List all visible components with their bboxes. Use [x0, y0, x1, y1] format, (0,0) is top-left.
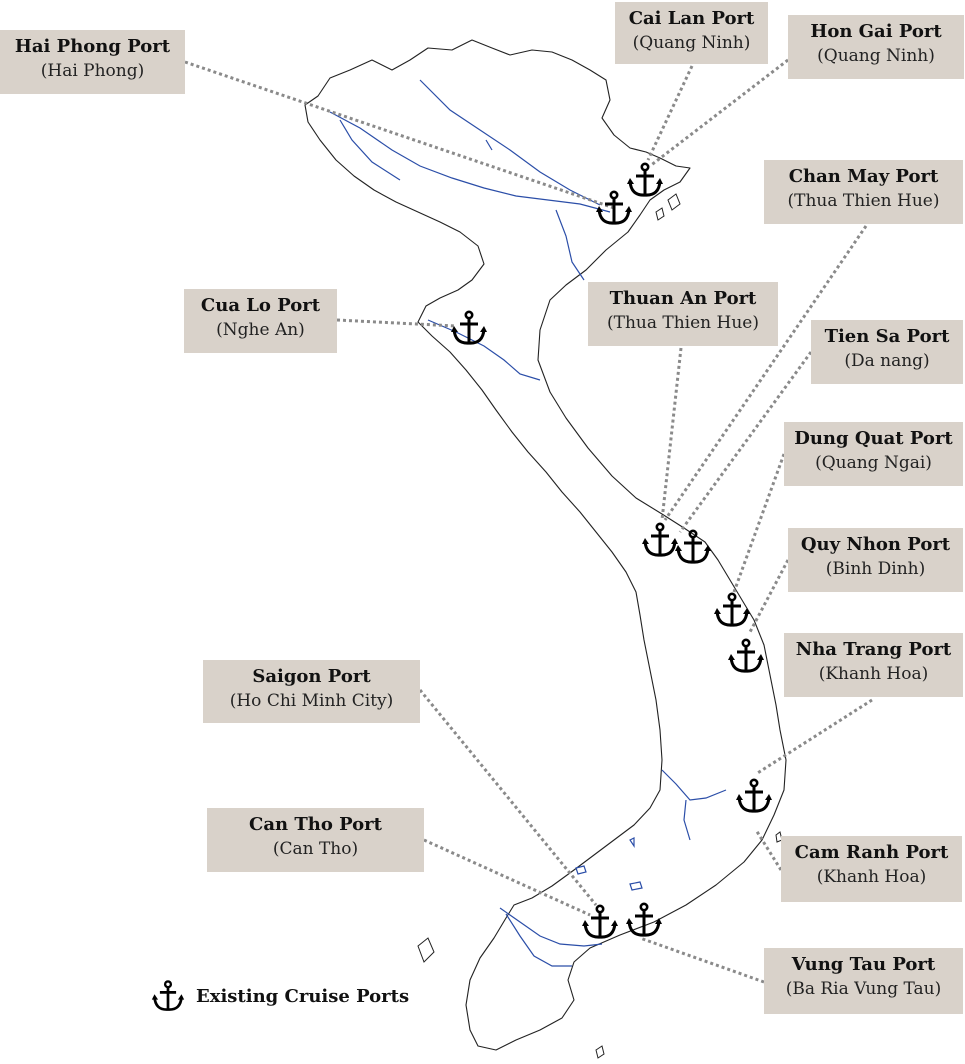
port-name: Hon Gai Port — [810, 21, 942, 42]
port-province: (Thua Thien Hue) — [787, 191, 940, 211]
port-province: (Quang Ninh) — [632, 33, 751, 53]
legend: Existing Cruise Ports — [150, 978, 409, 1014]
port-province: (Can Tho) — [272, 839, 359, 859]
leader-line-quy-nhon — [748, 559, 790, 633]
label-cai-lan: Cai Lan Port (Quang Ninh) — [615, 2, 768, 64]
port-name: Dung Quat Port — [794, 428, 953, 449]
label-dung-quat: Dung Quat Port (Quang Ngai) — [784, 422, 963, 486]
leader-line-dung-quat — [732, 453, 786, 593]
rivers — [329, 79, 727, 967]
leader-line-saigon — [418, 689, 598, 906]
port-province: (Quang Ngai) — [815, 453, 932, 473]
leader-line-cam-ranh — [754, 829, 783, 871]
leader-line-cua-lo — [336, 318, 457, 328]
label-nha-trang: Nha Trang Port (Khanh Hoa) — [784, 633, 963, 697]
legend-label: Existing Cruise Ports — [196, 985, 410, 1007]
country-outline — [304, 39, 787, 1051]
leader-line-hon-gai — [649, 58, 789, 168]
label-hai-phong: Hai Phong Port (Hai Phong) — [0, 30, 185, 94]
port-province: (Ho Chi Minh City) — [229, 691, 394, 711]
port-name: Cua Lo Port — [200, 295, 321, 316]
leader-line-thuan-an — [660, 347, 683, 521]
port-name: Vung Tau Port — [791, 954, 936, 975]
anchor-icon — [151, 980, 185, 1011]
leader-lines — [184, 58, 873, 984]
island — [595, 1045, 605, 1059]
label-quy-nhon: Quy Nhon Port (Binh Dinh) — [788, 528, 963, 592]
port-province: (Quang Ninh) — [817, 46, 935, 66]
port-province: (Nghe An) — [216, 320, 305, 340]
port-province: (Ba Ria Vung Tau) — [785, 979, 942, 999]
port-province: (Hai Phong) — [40, 61, 145, 81]
port-name: Thuan An Port — [609, 288, 757, 309]
leader-line-tien-sa — [678, 351, 813, 533]
label-chan-may: Chan May Port (Thua Thien Hue) — [764, 160, 963, 224]
label-can-tho: Can Tho Port (Can Tho) — [207, 808, 424, 872]
port-province: (Khanh Hoa) — [818, 664, 929, 684]
leader-line-cai-lan — [646, 65, 694, 161]
port-province: (Thua Thien Hue) — [606, 313, 759, 333]
port-name: Nha Trang Port — [795, 639, 952, 660]
leader-line-vung-tau — [639, 936, 765, 984]
label-cam-ranh: Cam Ranh Port (Khanh Hoa) — [781, 836, 962, 902]
label-thuan-an: Thuan An Port (Thua Thien Hue) — [588, 282, 778, 346]
port-province: (Binh Dinh) — [825, 559, 926, 579]
port-name: Quy Nhon Port — [800, 534, 951, 555]
leader-line-can-tho — [423, 838, 591, 917]
label-cua-lo: Cua Lo Port (Nghe An) — [184, 289, 337, 353]
island — [417, 937, 435, 963]
label-hon-gai: Hon Gai Port (Quang Ninh) — [788, 15, 964, 79]
port-province: (Khanh Hoa) — [816, 867, 927, 887]
island — [667, 193, 681, 211]
port-name: Cam Ranh Port — [794, 842, 949, 863]
port-name: Saigon Port — [252, 666, 371, 687]
port-name: Chan May Port — [788, 166, 939, 187]
port-name: Hai Phong Port — [14, 36, 171, 57]
lakes — [575, 837, 643, 891]
port-name: Tien Sa Port — [824, 326, 950, 347]
port-province: (Da nang) — [844, 351, 930, 371]
leader-line-nha-trang — [755, 698, 873, 776]
port-name: Cai Lan Port — [628, 8, 755, 29]
label-saigon: Saigon Port (Ho Chi Minh City) — [203, 660, 420, 723]
port-name: Can Tho Port — [249, 814, 382, 835]
label-tien-sa: Tien Sa Port (Da nang) — [811, 320, 963, 384]
leader-line-chan-may — [663, 225, 868, 521]
island — [655, 207, 665, 221]
label-vung-tau: Vung Tau Port (Ba Ria Vung Tau) — [764, 948, 963, 1014]
